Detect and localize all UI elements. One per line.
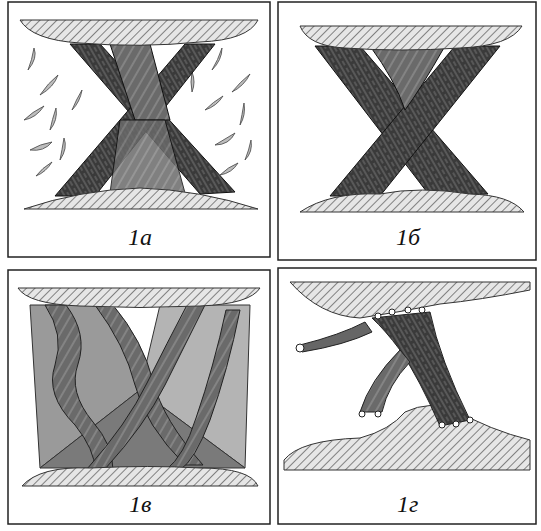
panel-label: 1б (393, 224, 423, 250)
panel-label: 1а (125, 224, 155, 250)
panel-label: 1г (394, 491, 421, 517)
panel-label: 1в (126, 491, 154, 517)
